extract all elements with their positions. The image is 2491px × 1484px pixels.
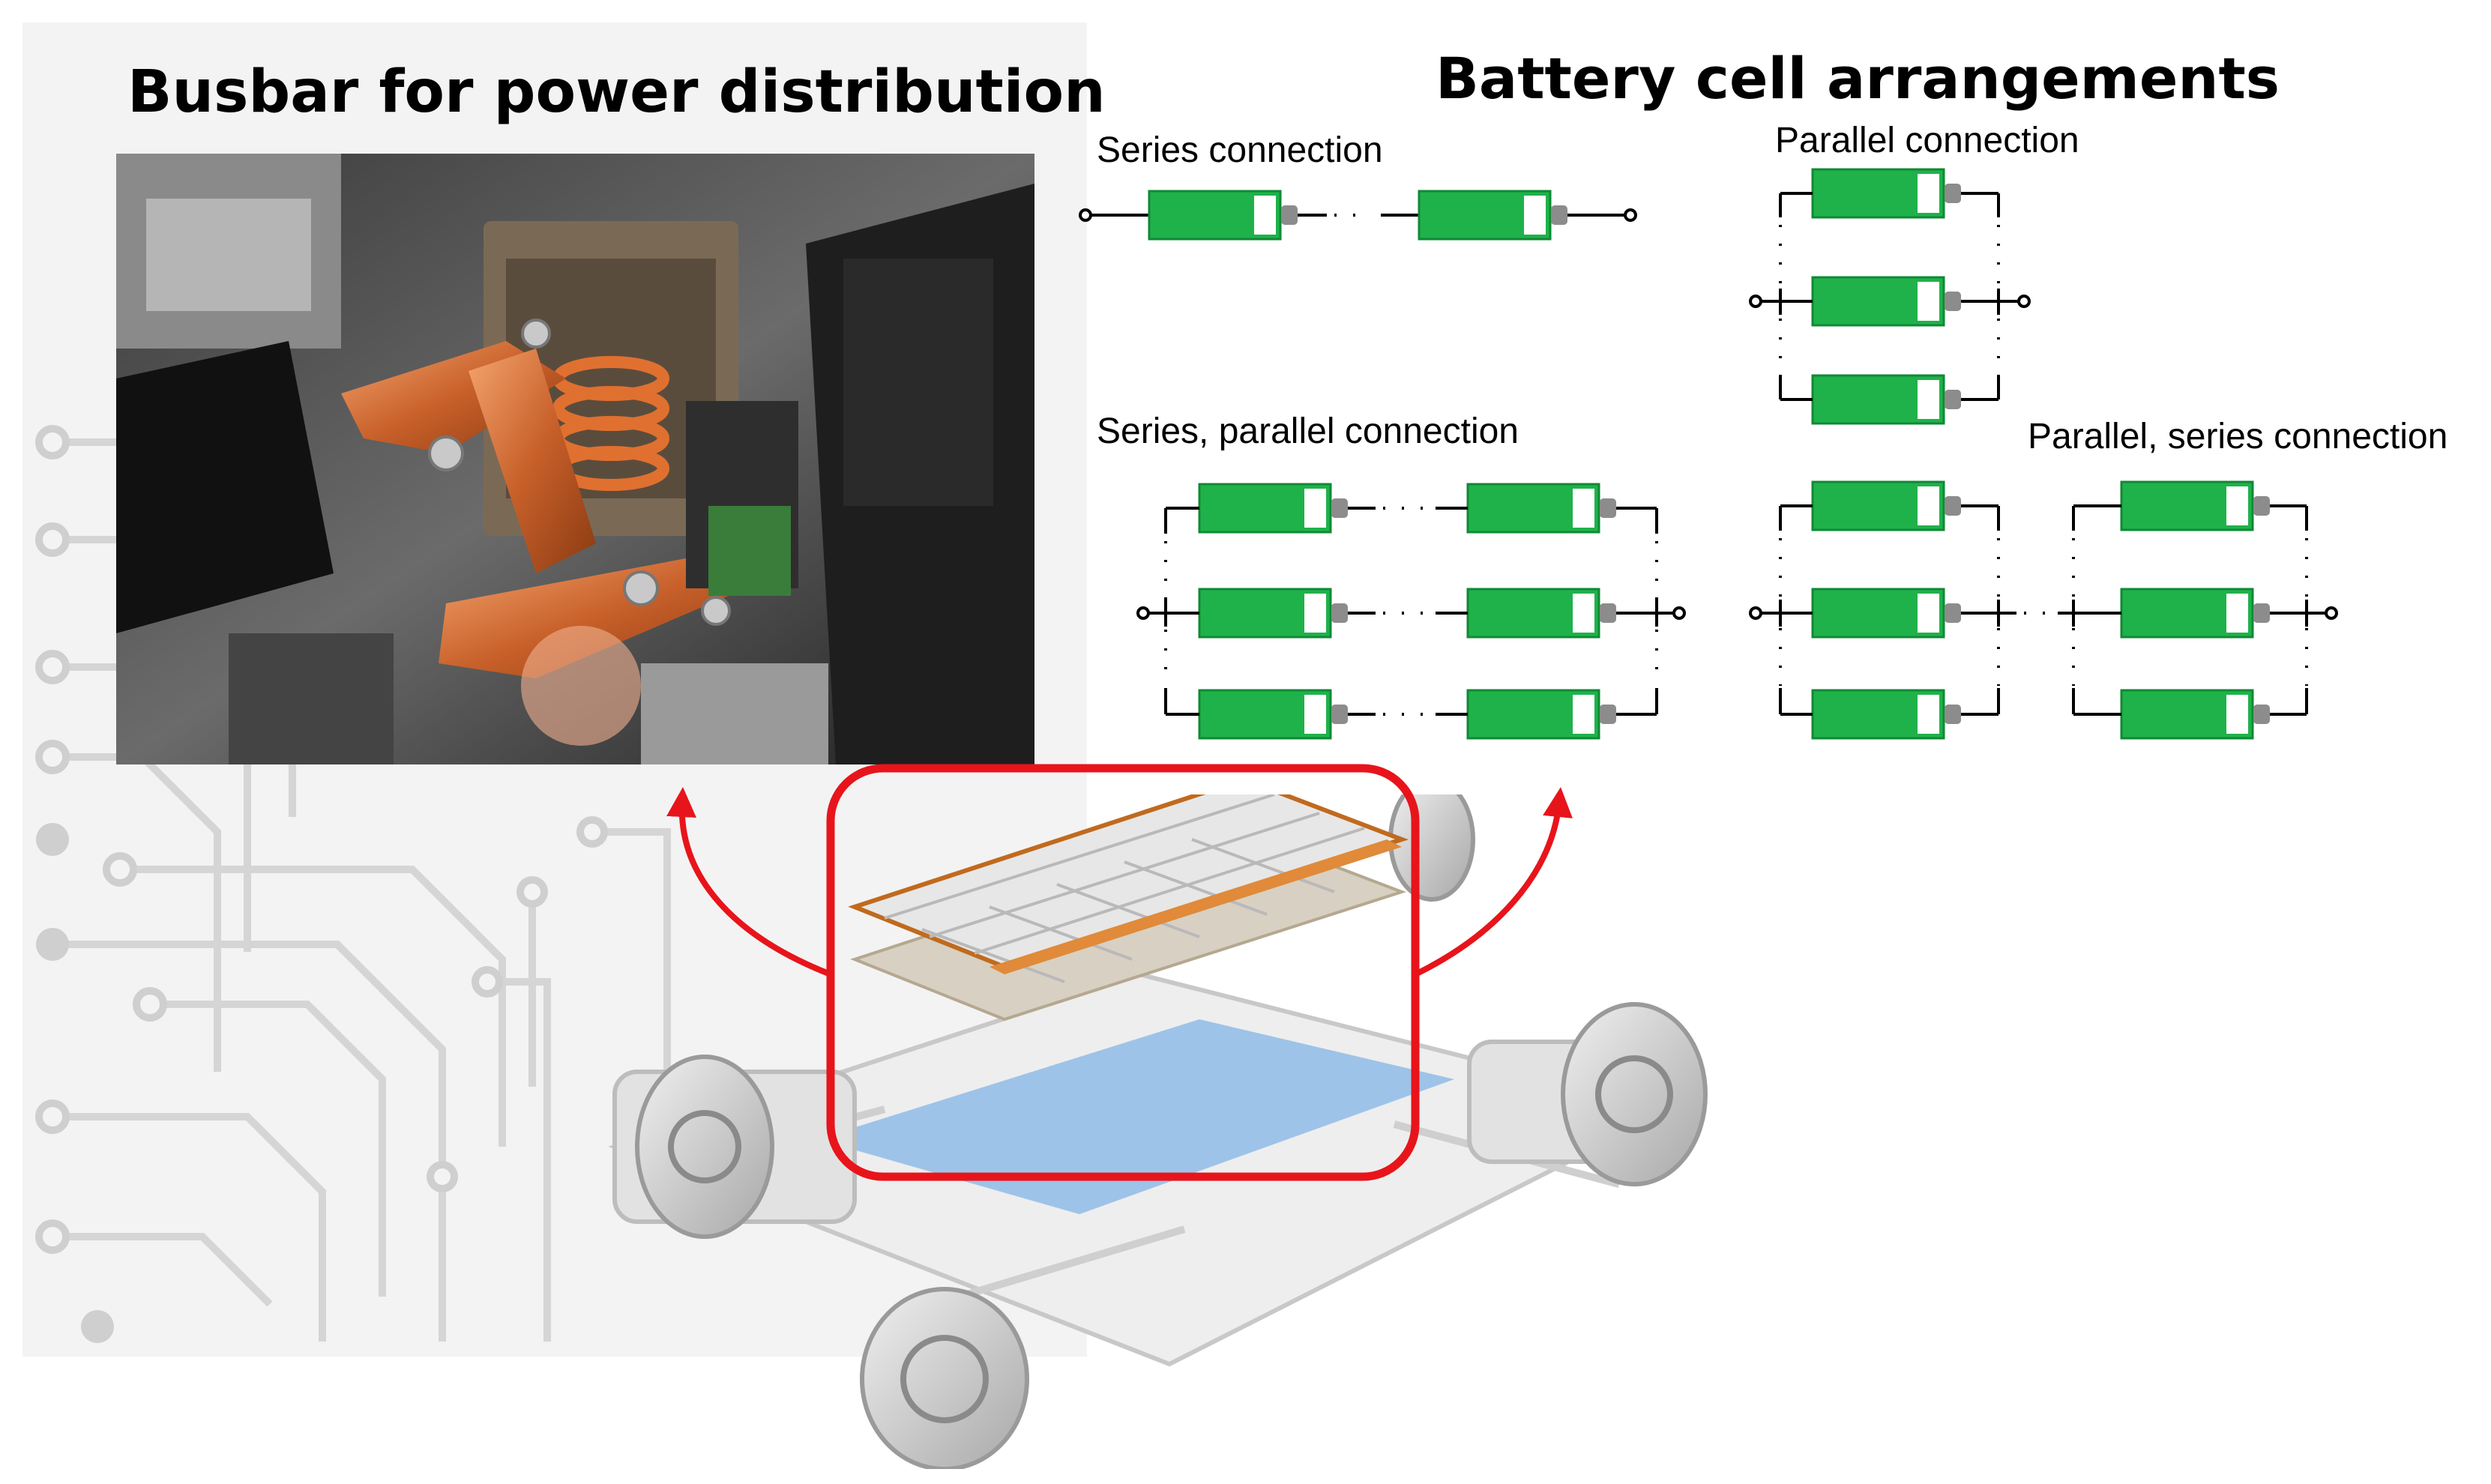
terminal-node [1136,606,1150,620]
parallel-series-connection-label: Parallel, series connection [2028,417,2448,456]
terminal-node [1624,208,1637,222]
battery-terminal [1945,496,1961,516]
battery-terminal [2253,705,2270,724]
busbar-title: Busbar for power distribution [127,58,1106,126]
terminal-node [1749,606,1762,620]
battery-cell-cap [1918,486,1939,525]
battery-cell-cap [1524,196,1546,235]
terminal-node [2017,295,2031,308]
battery-cell-cap [1573,489,1594,528]
terminal-node [1672,606,1686,620]
battery-terminal [1600,603,1616,623]
battery-pack-highlight [826,764,1420,1181]
battery-terminal [2253,603,2270,623]
battery-cell-cap [1918,282,1939,321]
battery-terminal [1945,184,1961,203]
terminal-node [1749,295,1762,308]
battery-cell-cap [1573,594,1594,633]
battery-terminal [2253,496,2270,516]
battery-terminal [1600,498,1616,518]
battery-cell-cap [1918,594,1939,633]
busbar-photo-icon [116,154,1034,764]
battery-cell-cap [2226,695,2248,734]
battery-cell-cap [1573,695,1594,734]
series-parallel-connection-label: Series, parallel connection [1097,411,1519,451]
battery-terminal [1281,205,1298,225]
battery-cell-cap [1918,380,1939,419]
battery-terminal [1945,292,1961,311]
battery-cell-cap [2226,594,2248,633]
arrow-to-busbar [666,787,832,977]
battery-cell-cap [1918,695,1939,734]
battery-cell-cap [2226,486,2248,525]
arrangements-title: Battery cell arrangements [1436,45,2280,112]
battery-terminal [1331,498,1348,518]
arrow-to-arrangements [1414,787,1573,977]
battery-terminal [1600,705,1616,724]
battery-terminal [1551,205,1567,225]
series-connection-label: Series connection [1097,130,1383,170]
terminal-node [2325,606,2338,620]
battery-cell-cap [1304,489,1326,528]
battery-terminal [1945,390,1961,409]
battery-cell-cap [1254,196,1276,235]
battery-cell-cap [1304,695,1326,734]
battery-cell-cap [1918,174,1939,213]
battery-terminal [1945,603,1961,623]
battery-terminal [1945,705,1961,724]
battery-cell-cap [1304,594,1326,633]
battery-terminal [1331,705,1348,724]
battery-terminal [1331,603,1348,623]
parallel-connection-label: Parallel connection [1775,121,2079,160]
